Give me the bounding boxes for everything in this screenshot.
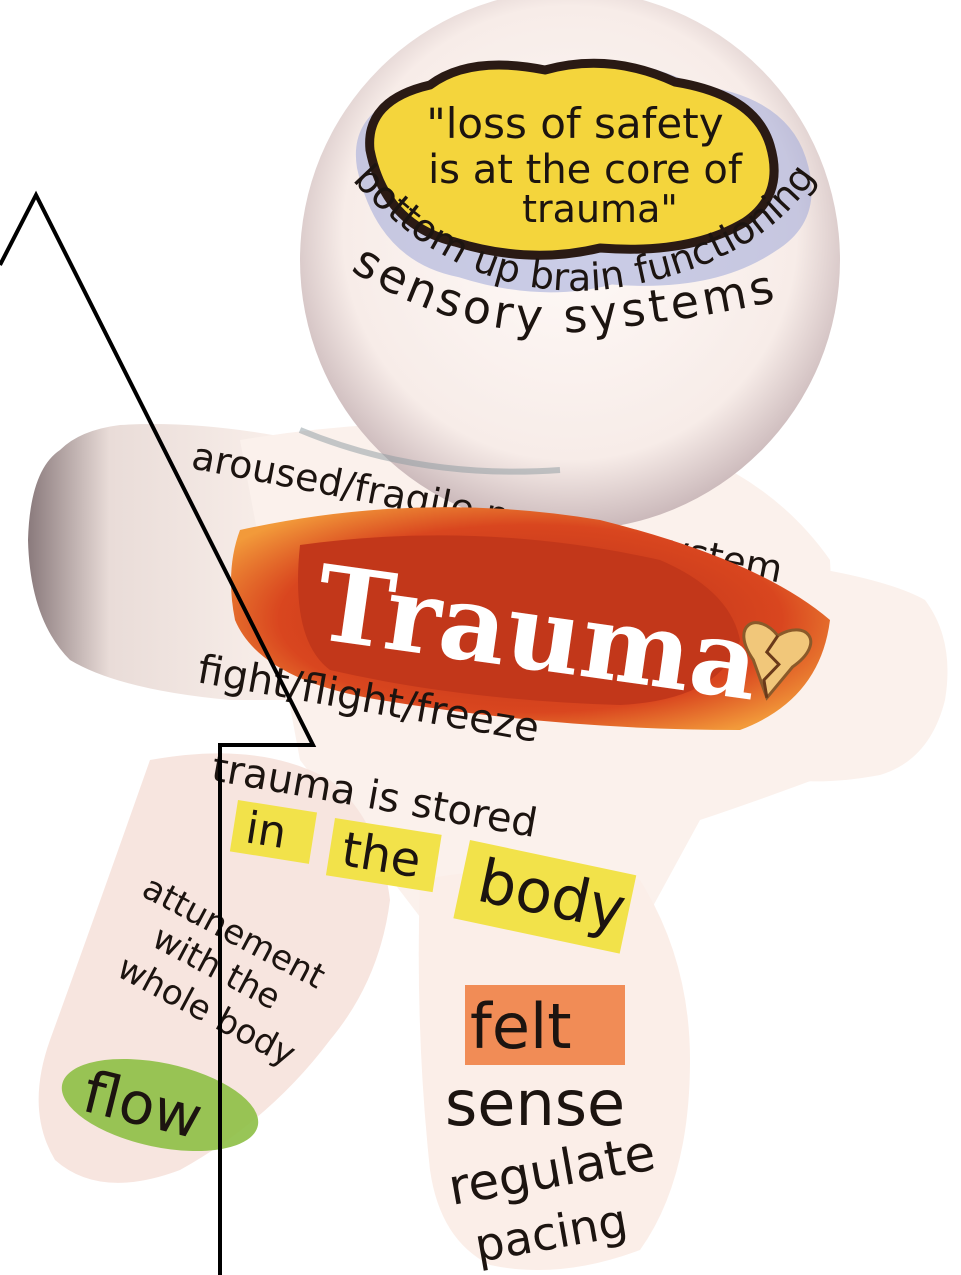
stored-in: in — [242, 802, 290, 859]
sense-text: sense — [445, 1067, 625, 1140]
quote-line-1: "loss of safety — [426, 99, 723, 148]
felt-text: felt — [470, 990, 572, 1063]
quote-line-3: trauma" — [522, 187, 678, 231]
